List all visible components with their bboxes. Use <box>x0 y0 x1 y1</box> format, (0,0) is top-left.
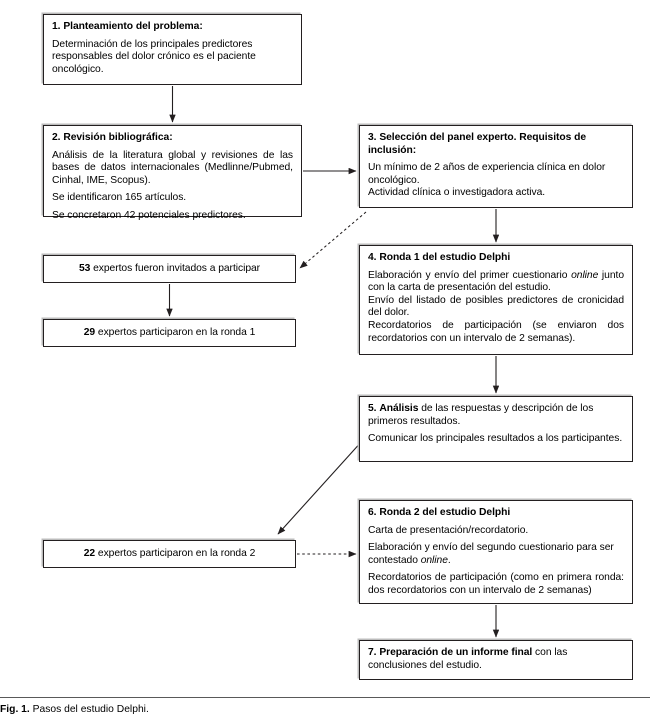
edge-box5-to-box22 <box>277 439 364 535</box>
step-2-title: Revisión bibliográfica: <box>63 132 173 143</box>
step-4-number: 4. <box>368 252 377 263</box>
experts-round1-line: 29 expertos participaron en la ronda 1 <box>84 327 256 340</box>
figure-caption-label: Fig. 1. <box>0 704 30 715</box>
step-4-para-2: Envío del listado de posibles predictore… <box>368 294 624 319</box>
experts-invited-count: 53 <box>78 262 91 274</box>
step-1-heading: 1. Planteamiento del problema: <box>52 21 293 34</box>
step-1-box: 1. Planteamiento del problema: Determina… <box>43 14 302 85</box>
step-7-number: 7. <box>368 647 377 658</box>
step-3-para-1: Un mínimo de 2 años de experiencia clíni… <box>368 162 606 186</box>
step-1-number: 1. <box>52 21 61 32</box>
step-6-para-2-post: . <box>447 554 451 566</box>
step-4-title: Ronda 1 del estudio Delphi <box>379 252 511 263</box>
figure-caption: Fig. 1. Pasos del estudio Delphi. <box>0 703 650 716</box>
step-4-box: 4. Ronda 1 del estudio Delphi Elaboració… <box>359 245 633 355</box>
step-2-para-1: Análisis de la literatura global y revis… <box>52 149 293 186</box>
experts-invited-line: 53 expertos fueron invitados a participa… <box>79 263 260 276</box>
step-3-heading: 3. Selección del panel experto. Requisit… <box>368 132 624 157</box>
step-3-box: 3. Selección del panel experto. Requisit… <box>359 125 633 208</box>
caption-divider <box>0 697 650 698</box>
step-5-number: 5. <box>368 403 377 414</box>
step-3-number: 3. <box>368 132 377 143</box>
flowchart-diagram: 1. Planteamiento del problema: Determina… <box>43 14 633 680</box>
step-3-para-2: Actividad clínica o investigadora activa… <box>368 187 546 199</box>
step-6-para-2-pre: Elaboración y envío del segundo cuestion… <box>368 542 614 566</box>
figure-caption-text: Pasos del estudio Delphi. <box>32 704 149 715</box>
step-2-heading: 2. Revisión bibliográfica: <box>52 132 293 145</box>
experts-round2-line: 22 expertos participaron en la ronda 2 <box>84 548 256 561</box>
experts-round1-count: 29 <box>83 326 96 338</box>
step-2-para-3: Se concretaron 42 potenciales predictore… <box>52 209 246 221</box>
step-2-para-2: Se identificaron 165 artículos. <box>52 192 187 204</box>
experts-round2-text: expertos participaron en la ronda 2 <box>95 547 256 559</box>
step-7-rest: con las conclusiones del estudio. <box>368 647 568 671</box>
step-7-title: Preparación de un informe final <box>379 647 533 658</box>
step-7-box: 7. Preparación de un informe final con l… <box>359 640 633 680</box>
step-4-heading: 4. Ronda 1 del estudio Delphi <box>368 252 624 265</box>
experts-round1-box: 29 expertos participaron en la ronda 1 <box>43 319 296 347</box>
edge-box3-to-box53 <box>299 211 367 269</box>
experts-invited-text: expertos fueron invitados a participar <box>90 262 261 274</box>
step-2-box: 2. Revisión bibliográfica: Análisis de l… <box>43 125 302 221</box>
step-5-title: Análisis <box>379 403 419 414</box>
step-5-box: 5. Análisis de las respuestas y descripc… <box>359 396 633 462</box>
step-1-title: Planteamiento del problema: <box>63 21 203 32</box>
step-6-number: 6. <box>368 507 377 518</box>
step-4-para-1: Elaboración y envío del primer cuestiona… <box>368 270 624 295</box>
step-4-para-1-pre: Elaboración y envío del primer cuestiona… <box>368 269 572 281</box>
step-2-number: 2. <box>52 132 61 143</box>
step-5-heading: 5. Análisis de las respuestas y descripc… <box>368 403 624 428</box>
step-6-para-1: Carta de presentación/recordatorio. <box>368 524 529 536</box>
step-1-line-3: oncológico. <box>52 63 104 75</box>
step-6-para-2: Elaboración y envío del segundo cuestion… <box>368 542 624 567</box>
experts-round1-text: expertos participaron en la ronda 1 <box>95 326 256 338</box>
step-6-title: Ronda 2 del estudio Delphi <box>379 507 511 518</box>
step-4-para-1-emphasis: online <box>571 269 599 281</box>
step-4-para-3: Recordatorios de participación (se envia… <box>368 319 624 344</box>
step-6-box: 6. Ronda 2 del estudio Delphi Carta de p… <box>359 500 633 604</box>
step-6-para-3: Recordatorios de participación (como en … <box>368 572 624 596</box>
step-3-title: Selección del panel experto. Requisitos … <box>368 132 587 156</box>
step-5-para-2: Comunicar los principales resultados a l… <box>368 433 623 445</box>
experts-round2-box: 22 expertos participaron en la ronda 2 <box>43 540 296 568</box>
step-5-para-1: de las respuestas y descripción de los p… <box>368 403 594 427</box>
step-6-para-2-emphasis: online <box>420 554 448 566</box>
step-6-heading: 6. Ronda 2 del estudio Delphi <box>368 507 624 520</box>
experts-invited-box: 53 expertos fueron invitados a participa… <box>43 255 296 283</box>
step-1-line-1: Determinación de los principales predict… <box>52 38 253 50</box>
step-7-heading: 7. Preparación de un informe final con l… <box>368 647 624 672</box>
step-1-line-2: responsables del dolor crónico es el pac… <box>52 51 256 63</box>
step-4-para-1-post: junto con la carta de presentación del e… <box>368 269 624 294</box>
experts-round2-count: 22 <box>83 547 96 559</box>
